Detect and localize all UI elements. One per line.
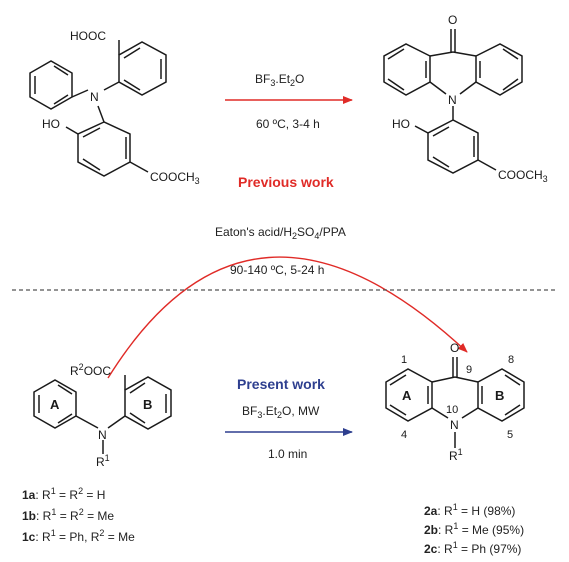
present-conditions: 1.0 min <box>268 447 307 461</box>
prod-2c: 2c: R1 = Ph (97%) <box>424 540 521 556</box>
structure-prev-starting-material <box>29 40 167 177</box>
position-5: 5 <box>507 429 513 441</box>
prod-2b: 2b: R1 = Me (95%) <box>424 521 524 537</box>
label-cooch3-prev: COOCH3 <box>150 170 200 186</box>
previous-work-title: Previous work <box>238 174 334 190</box>
sm-1a: 1a: R1 = R2 = H <box>22 486 105 502</box>
label-r1-product: R1 <box>449 447 463 463</box>
label-o-product: O <box>450 341 459 355</box>
classical-arc-arrow <box>107 256 468 379</box>
prod-2a: 2a: R1 = H (98%) <box>424 502 515 518</box>
ring-label-a-sm: A <box>50 397 60 412</box>
position-9: 9 <box>466 364 472 376</box>
structure-prev-product <box>383 29 523 174</box>
label-n-product: N <box>450 418 459 432</box>
label-r2ooc: R2OOC <box>70 362 111 378</box>
classical-conditions: 90-140 ºC, 5-24 h <box>230 263 324 277</box>
starting-material-legend: 1a: R1 = R2 = H 1b: R1 = R2 = Me 1c: R1 … <box>22 486 135 544</box>
position-10: 10 <box>446 404 458 416</box>
label-ho-prev-product: HO <box>392 117 410 131</box>
structure-starting-material-1 <box>33 375 172 454</box>
structure-product-2 <box>385 357 525 448</box>
present-work-title: Present work <box>237 376 325 392</box>
ring-label-b-sm: B <box>143 397 152 412</box>
position-1: 1 <box>401 354 407 366</box>
product-legend: 2a: R1 = H (98%) 2b: R1 = Me (95%) 2c: R… <box>424 502 524 556</box>
label-n-sm: N <box>98 428 107 442</box>
label-r1-sm: R1 <box>96 453 110 469</box>
label-hooc: HOOC <box>70 29 106 43</box>
sm-1c: 1c: R1 = Ph, R2 = Me <box>22 528 135 544</box>
label-n-prev: N <box>90 90 99 104</box>
sm-1b: 1b: R1 = R2 = Me <box>22 507 114 523</box>
position-8: 8 <box>508 354 514 366</box>
ring-label-b-product: B <box>495 388 504 403</box>
label-ho-prev: HO <box>42 117 60 131</box>
label-cooch3-prev-product: COOCH3 <box>498 168 548 184</box>
ring-label-a-product: A <box>402 388 412 403</box>
classical-reagent: Eaton's acid/H2SO4/PPA <box>215 225 346 241</box>
label-n-prev-product: N <box>448 93 457 107</box>
prev-reagent: BF3.Et2O <box>255 72 304 88</box>
position-4: 4 <box>401 429 407 441</box>
prev-conditions: 60 ºC, 3-4 h <box>256 117 320 131</box>
label-o-prev: O <box>448 13 457 27</box>
present-reagent: BF3.Et2O, MW <box>242 404 320 420</box>
